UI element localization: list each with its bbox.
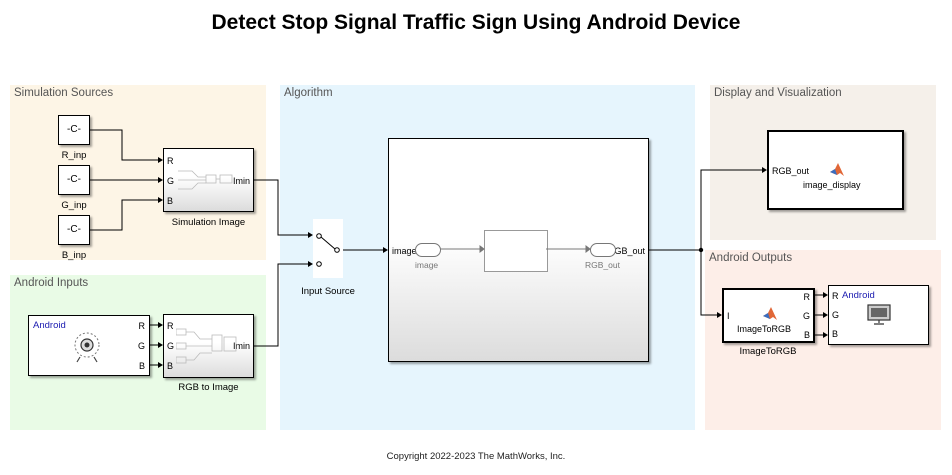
image-display-block[interactable]: RGB_out image_display — [767, 130, 904, 210]
algorithm-in-tag: image — [415, 260, 439, 270]
android-display-port-r: R — [832, 291, 839, 301]
image-to-rgb-port-g: G — [802, 311, 810, 321]
matlab-icon — [830, 163, 844, 176]
rgb-to-image-port-b: B — [167, 361, 174, 371]
android-camera-brand: Android — [33, 320, 66, 331]
android-display-port-b: B — [832, 329, 839, 339]
simulation-image-block[interactable]: R G B Imin — [163, 148, 254, 212]
simulation-image-label: Simulation Image — [171, 217, 246, 228]
monitor-icon — [867, 304, 891, 325]
rgb-to-image-label: RGB to Image — [178, 382, 239, 393]
android-camera-block[interactable]: Android R G B — [28, 315, 150, 376]
algorithm-inner-block — [484, 230, 548, 272]
rgb-to-image-port-g: G — [167, 341, 175, 351]
android-camera-port-b: B — [138, 361, 145, 371]
matlab-icon — [763, 307, 777, 320]
image-to-rgb-caption: ImageToRGB — [739, 346, 797, 357]
sim-image-port-out: Imin — [232, 176, 250, 186]
constant-block-g[interactable]: -C- — [58, 165, 90, 195]
android-camera-port-g: G — [137, 341, 145, 351]
camera-icon — [74, 332, 100, 363]
rgb-to-image-port-r: R — [167, 321, 174, 331]
image-to-rgb-port-b: B — [803, 330, 810, 340]
sim-image-port-r: R — [167, 156, 174, 166]
constant-block-b[interactable]: -C- — [58, 215, 90, 245]
rgb-to-image-port-out: Imin — [232, 341, 250, 351]
sim-image-port-g: G — [167, 176, 175, 186]
android-display-block[interactable]: Android R G B — [828, 285, 929, 345]
algorithm-inport-shape — [415, 243, 441, 257]
constant-value-r: -C- — [67, 124, 81, 135]
image-to-rgb-inner-label: ImageToRGB — [737, 324, 792, 334]
constant-label-g: G_inp — [61, 200, 87, 211]
algorithm-out-port: RGB_out — [607, 246, 645, 256]
rgb-to-image-thumbnail-icon — [176, 328, 237, 364]
area-label-android-outputs: Android Outputs — [709, 252, 793, 264]
image-to-rgb-port-r: R — [803, 292, 811, 302]
android-display-brand: Android — [842, 290, 875, 301]
diagram-title: Detect Stop Signal Traffic Sign Using An… — [211, 11, 741, 34]
image-display-port-in: RGB_out — [772, 166, 810, 176]
constant-label-r: R_inp — [61, 150, 87, 161]
input-source-label: Input Source — [301, 286, 355, 297]
constant-block-r[interactable]: -C- — [58, 115, 90, 145]
area-label-android-inputs: Android Inputs — [14, 277, 89, 289]
image-to-rgb-block[interactable]: I R G B ImageToRGB — [722, 288, 815, 343]
constant-value-g: -C- — [67, 174, 81, 185]
copyright-text: Copyright 2022-2023 The MathWorks, Inc. — [386, 451, 566, 462]
sim-image-port-b: B — [167, 196, 174, 206]
android-display-port-g: G — [832, 310, 840, 320]
sim-image-thumbnail-icon — [178, 170, 233, 190]
algorithm-inner-wires — [440, 245, 591, 253]
image-to-rgb-port-in: I — [727, 311, 730, 321]
area-label-display: Display and Visualization — [714, 87, 842, 99]
algorithm-subsystem-block[interactable]: image RGB_out image RGB_out — [388, 138, 649, 362]
constant-value-b: -C- — [67, 224, 81, 235]
android-camera-port-r: R — [138, 321, 146, 331]
algorithm-in-port: image — [392, 246, 417, 256]
area-label-simulation-sources: Simulation Sources — [14, 87, 114, 99]
rgb-to-image-block[interactable]: R G B Imin — [163, 314, 254, 378]
area-label-algorithm: Algorithm — [284, 87, 333, 99]
constant-label-b: B_inp — [61, 250, 87, 261]
image-display-label: image_display — [803, 180, 861, 190]
algorithm-outport-shape — [590, 243, 616, 257]
input-source-switch[interactable] — [313, 219, 343, 278]
algorithm-out-tag: RGB_out — [585, 260, 620, 270]
switch-icon — [316, 233, 340, 267]
